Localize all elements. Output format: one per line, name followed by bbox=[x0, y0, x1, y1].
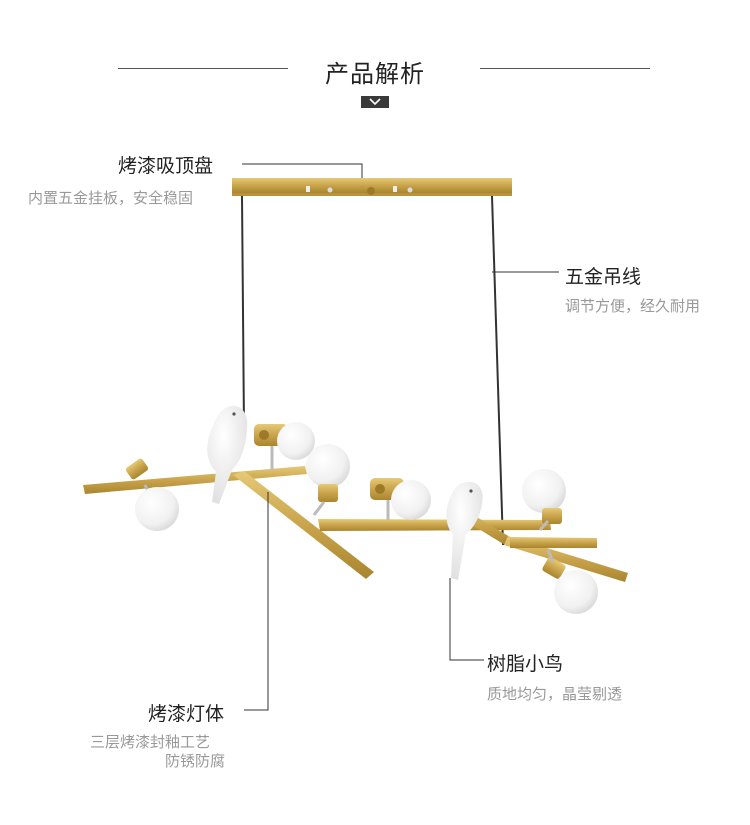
light-5 bbox=[522, 469, 566, 531]
suspension-wire-left bbox=[241, 195, 245, 429]
chevron-down-icon bbox=[361, 96, 389, 108]
section-title: 产品解析 bbox=[325, 60, 425, 88]
light-2 bbox=[254, 422, 315, 470]
wire-description: 调节方便，经久耐用 bbox=[565, 297, 701, 315]
body-label: 烤漆灯体 bbox=[148, 703, 225, 725]
canopy-description: 内置五金挂板，安全稳固 bbox=[28, 189, 194, 207]
bird-description: 质地均匀，晶莹剔透 bbox=[487, 685, 623, 703]
canopy-label: 烤漆吸顶盘 bbox=[118, 155, 214, 177]
wire-label: 五金吊线 bbox=[565, 266, 642, 288]
light-4 bbox=[370, 478, 431, 520]
canopy-plate bbox=[232, 178, 512, 196]
suspension-wire-right bbox=[491, 195, 504, 546]
light-3 bbox=[306, 444, 350, 516]
header-divider-left bbox=[118, 68, 288, 69]
body-description-line1: 三层烤漆封釉工艺 bbox=[90, 733, 211, 751]
leader-bird bbox=[449, 578, 484, 661]
leader-canopy bbox=[242, 163, 363, 178]
light-6 bbox=[542, 549, 598, 614]
resin-bird-right bbox=[446, 481, 483, 580]
resin-bird-left bbox=[207, 405, 248, 504]
leader-lines bbox=[242, 163, 559, 711]
body-description-line2: 防锈防腐 bbox=[165, 752, 226, 770]
bird-label: 树脂小鸟 bbox=[487, 653, 564, 675]
header-divider-right bbox=[480, 68, 650, 69]
leader-body bbox=[244, 492, 269, 711]
light-1 bbox=[125, 458, 179, 531]
